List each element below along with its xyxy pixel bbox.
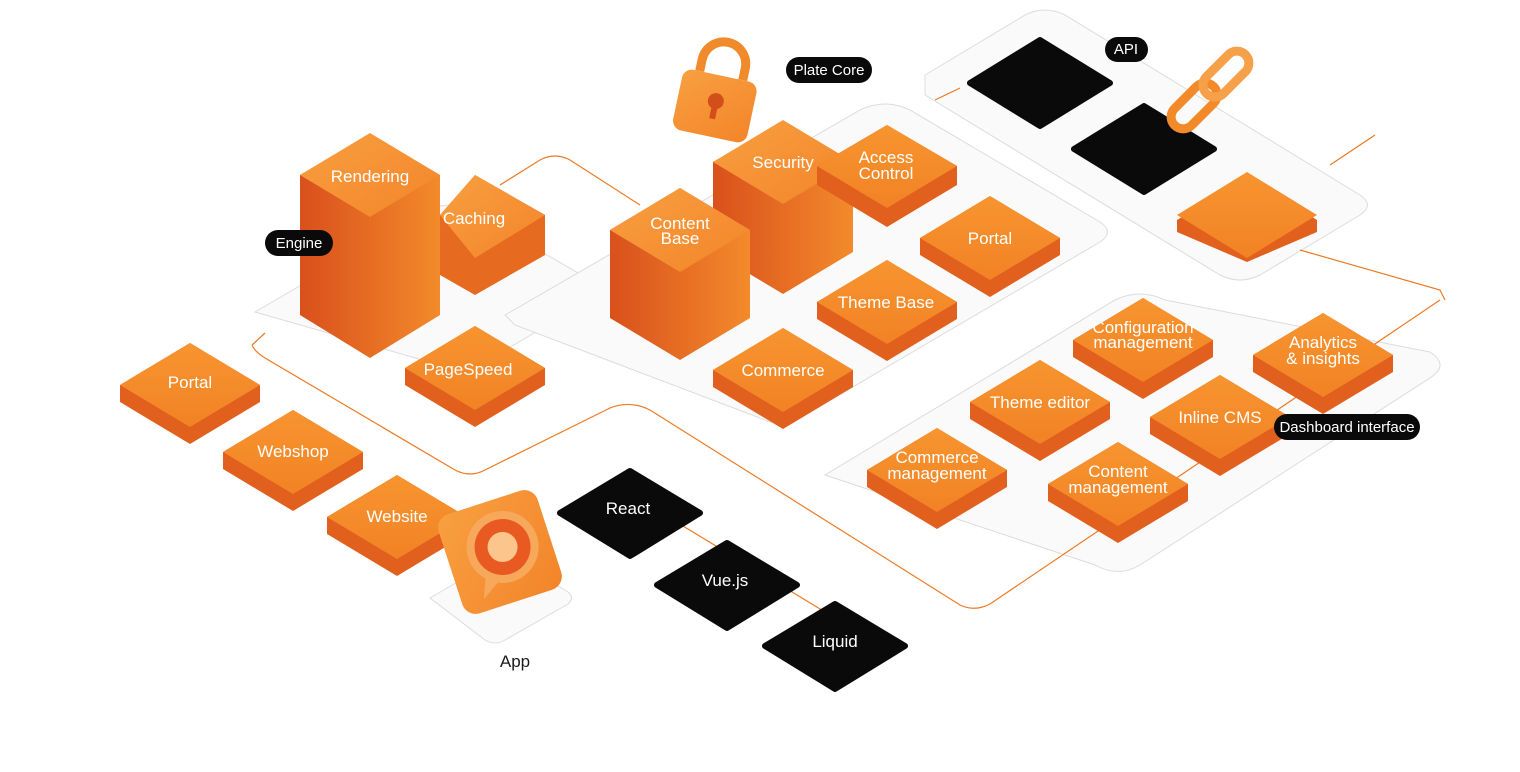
theme-base-block[interactable]: Theme Base	[817, 260, 957, 361]
configuration-label-2: management	[1093, 333, 1193, 352]
portal-output-block[interactable]: Portal	[120, 343, 260, 444]
chain-link-icon	[1166, 46, 1254, 134]
core-portal-label: Portal	[968, 229, 1012, 248]
padlock-icon	[673, 37, 757, 143]
rail-core-link	[934, 87, 961, 101]
app-logo-icon[interactable]	[434, 486, 565, 617]
pagespeed-block[interactable]: PageSpeed	[405, 326, 545, 427]
rail-engine	[251, 299, 1441, 609]
theme-editor-label: Theme editor	[990, 393, 1090, 412]
api-tag-label: API	[1114, 41, 1138, 58]
content-base-label-2: Base	[661, 229, 700, 248]
liquid-tile[interactable]: Liquid	[762, 601, 908, 692]
api-tile-3[interactable]	[1177, 172, 1317, 262]
analytics-label-1: Analytics	[1289, 333, 1357, 352]
api-tile-1[interactable]	[967, 37, 1113, 129]
theme-base-label: Theme Base	[838, 293, 934, 312]
caching-block[interactable]: Caching	[440, 175, 545, 295]
app-label: App	[500, 652, 530, 671]
content-management-label-1: Content	[1088, 462, 1148, 481]
react-label: React	[606, 499, 651, 518]
website-output-block[interactable]: Website	[327, 475, 467, 576]
commerce-block[interactable]: Commerce	[713, 328, 853, 429]
liquid-label: Liquid	[812, 632, 857, 651]
website-output-label: Website	[366, 507, 427, 526]
vue-tile[interactable]: Vue.js	[654, 540, 800, 631]
inline-cms-label: Inline CMS	[1178, 408, 1261, 427]
content-management-block[interactable]: Content management	[1048, 442, 1188, 543]
commerce-management-label-2: management	[887, 464, 987, 483]
engine-tag-label: Engine	[276, 235, 323, 252]
plate-core-tag: Plate Core	[786, 57, 872, 83]
api-tag: API	[1105, 37, 1148, 62]
rail-top	[499, 155, 641, 206]
frameworks-group: React Vue.js Liquid	[557, 468, 908, 692]
rendering-block[interactable]: Rendering	[300, 133, 440, 358]
security-label: Security	[752, 153, 814, 172]
webshop-output-block[interactable]: Webshop	[223, 410, 363, 511]
engine-tag: Engine	[265, 230, 333, 256]
access-control-label-1: Access	[859, 148, 914, 167]
caching-label: Caching	[443, 209, 505, 228]
react-tile[interactable]: React	[557, 468, 703, 559]
webshop-output-label: Webshop	[257, 442, 329, 461]
dashboard-group: Configuration management Analytics & ins…	[867, 298, 1420, 543]
commerce-management-label-1: Commerce	[895, 448, 978, 467]
content-base-block[interactable]: Content Base	[610, 188, 750, 360]
core-group: Security Access Control Content Base Por…	[610, 37, 1060, 429]
engine-group: Rendering Caching PageSpeed Engine	[265, 133, 545, 427]
analytics-label-2: & insights	[1286, 349, 1360, 368]
configuration-management-block[interactable]: Configuration management	[1073, 298, 1213, 399]
access-control-block[interactable]: Access Control	[817, 125, 957, 227]
access-control-label-2: Control	[859, 164, 914, 183]
inline-cms-block[interactable]: Inline CMS	[1150, 375, 1290, 476]
core-portal-block[interactable]: Portal	[920, 196, 1060, 297]
dashboard-interface-tag: Dashboard interface	[1274, 414, 1420, 440]
content-base-label-1: Content	[650, 214, 710, 233]
vue-label: Vue.js	[702, 571, 749, 590]
commerce-label: Commerce	[741, 361, 824, 380]
rendering-label: Rendering	[331, 167, 409, 186]
pagespeed-label: PageSpeed	[424, 360, 513, 379]
outputs-group: Portal Webshop Website App	[120, 343, 565, 671]
api-group: API	[967, 37, 1317, 262]
dashboard-interface-tag-label: Dashboard interface	[1279, 419, 1414, 436]
portal-output-label: Portal	[168, 373, 212, 392]
rail-right	[1299, 134, 1446, 301]
plate-core-tag-label: Plate Core	[794, 62, 865, 79]
configuration-label-1: Configuration	[1092, 318, 1193, 337]
content-management-label-2: management	[1068, 478, 1168, 497]
theme-editor-block[interactable]: Theme editor	[970, 360, 1110, 461]
analytics-block[interactable]: Analytics & insights	[1253, 313, 1393, 414]
commerce-management-block[interactable]: Commerce management	[867, 428, 1007, 529]
